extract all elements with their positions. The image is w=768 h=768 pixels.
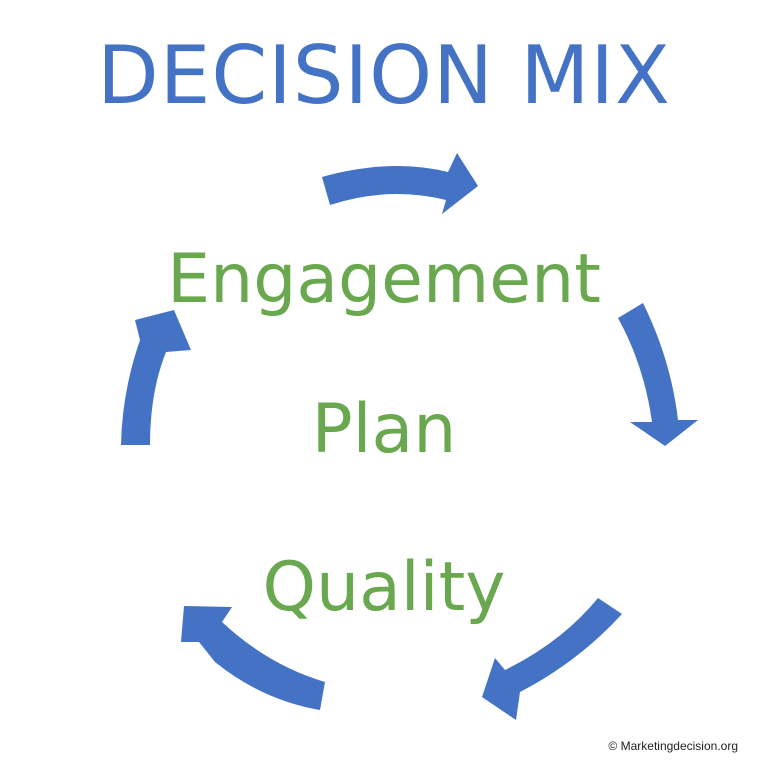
copyright-notice: © Marketingdecision.org [608,739,738,753]
cycle-arrow-right [618,303,698,446]
cycle-arrow-top [322,153,478,214]
word-quality: Quality [262,548,506,627]
cycle-arrow-left [121,310,191,445]
word-engagement: Engagement [167,240,601,319]
cycle-arrow-bottom-right [482,598,622,720]
word-plan: Plan [311,390,457,469]
cycle-arrow-bottom-left [181,606,325,710]
diagram-title: DECISION MIX [97,29,671,122]
